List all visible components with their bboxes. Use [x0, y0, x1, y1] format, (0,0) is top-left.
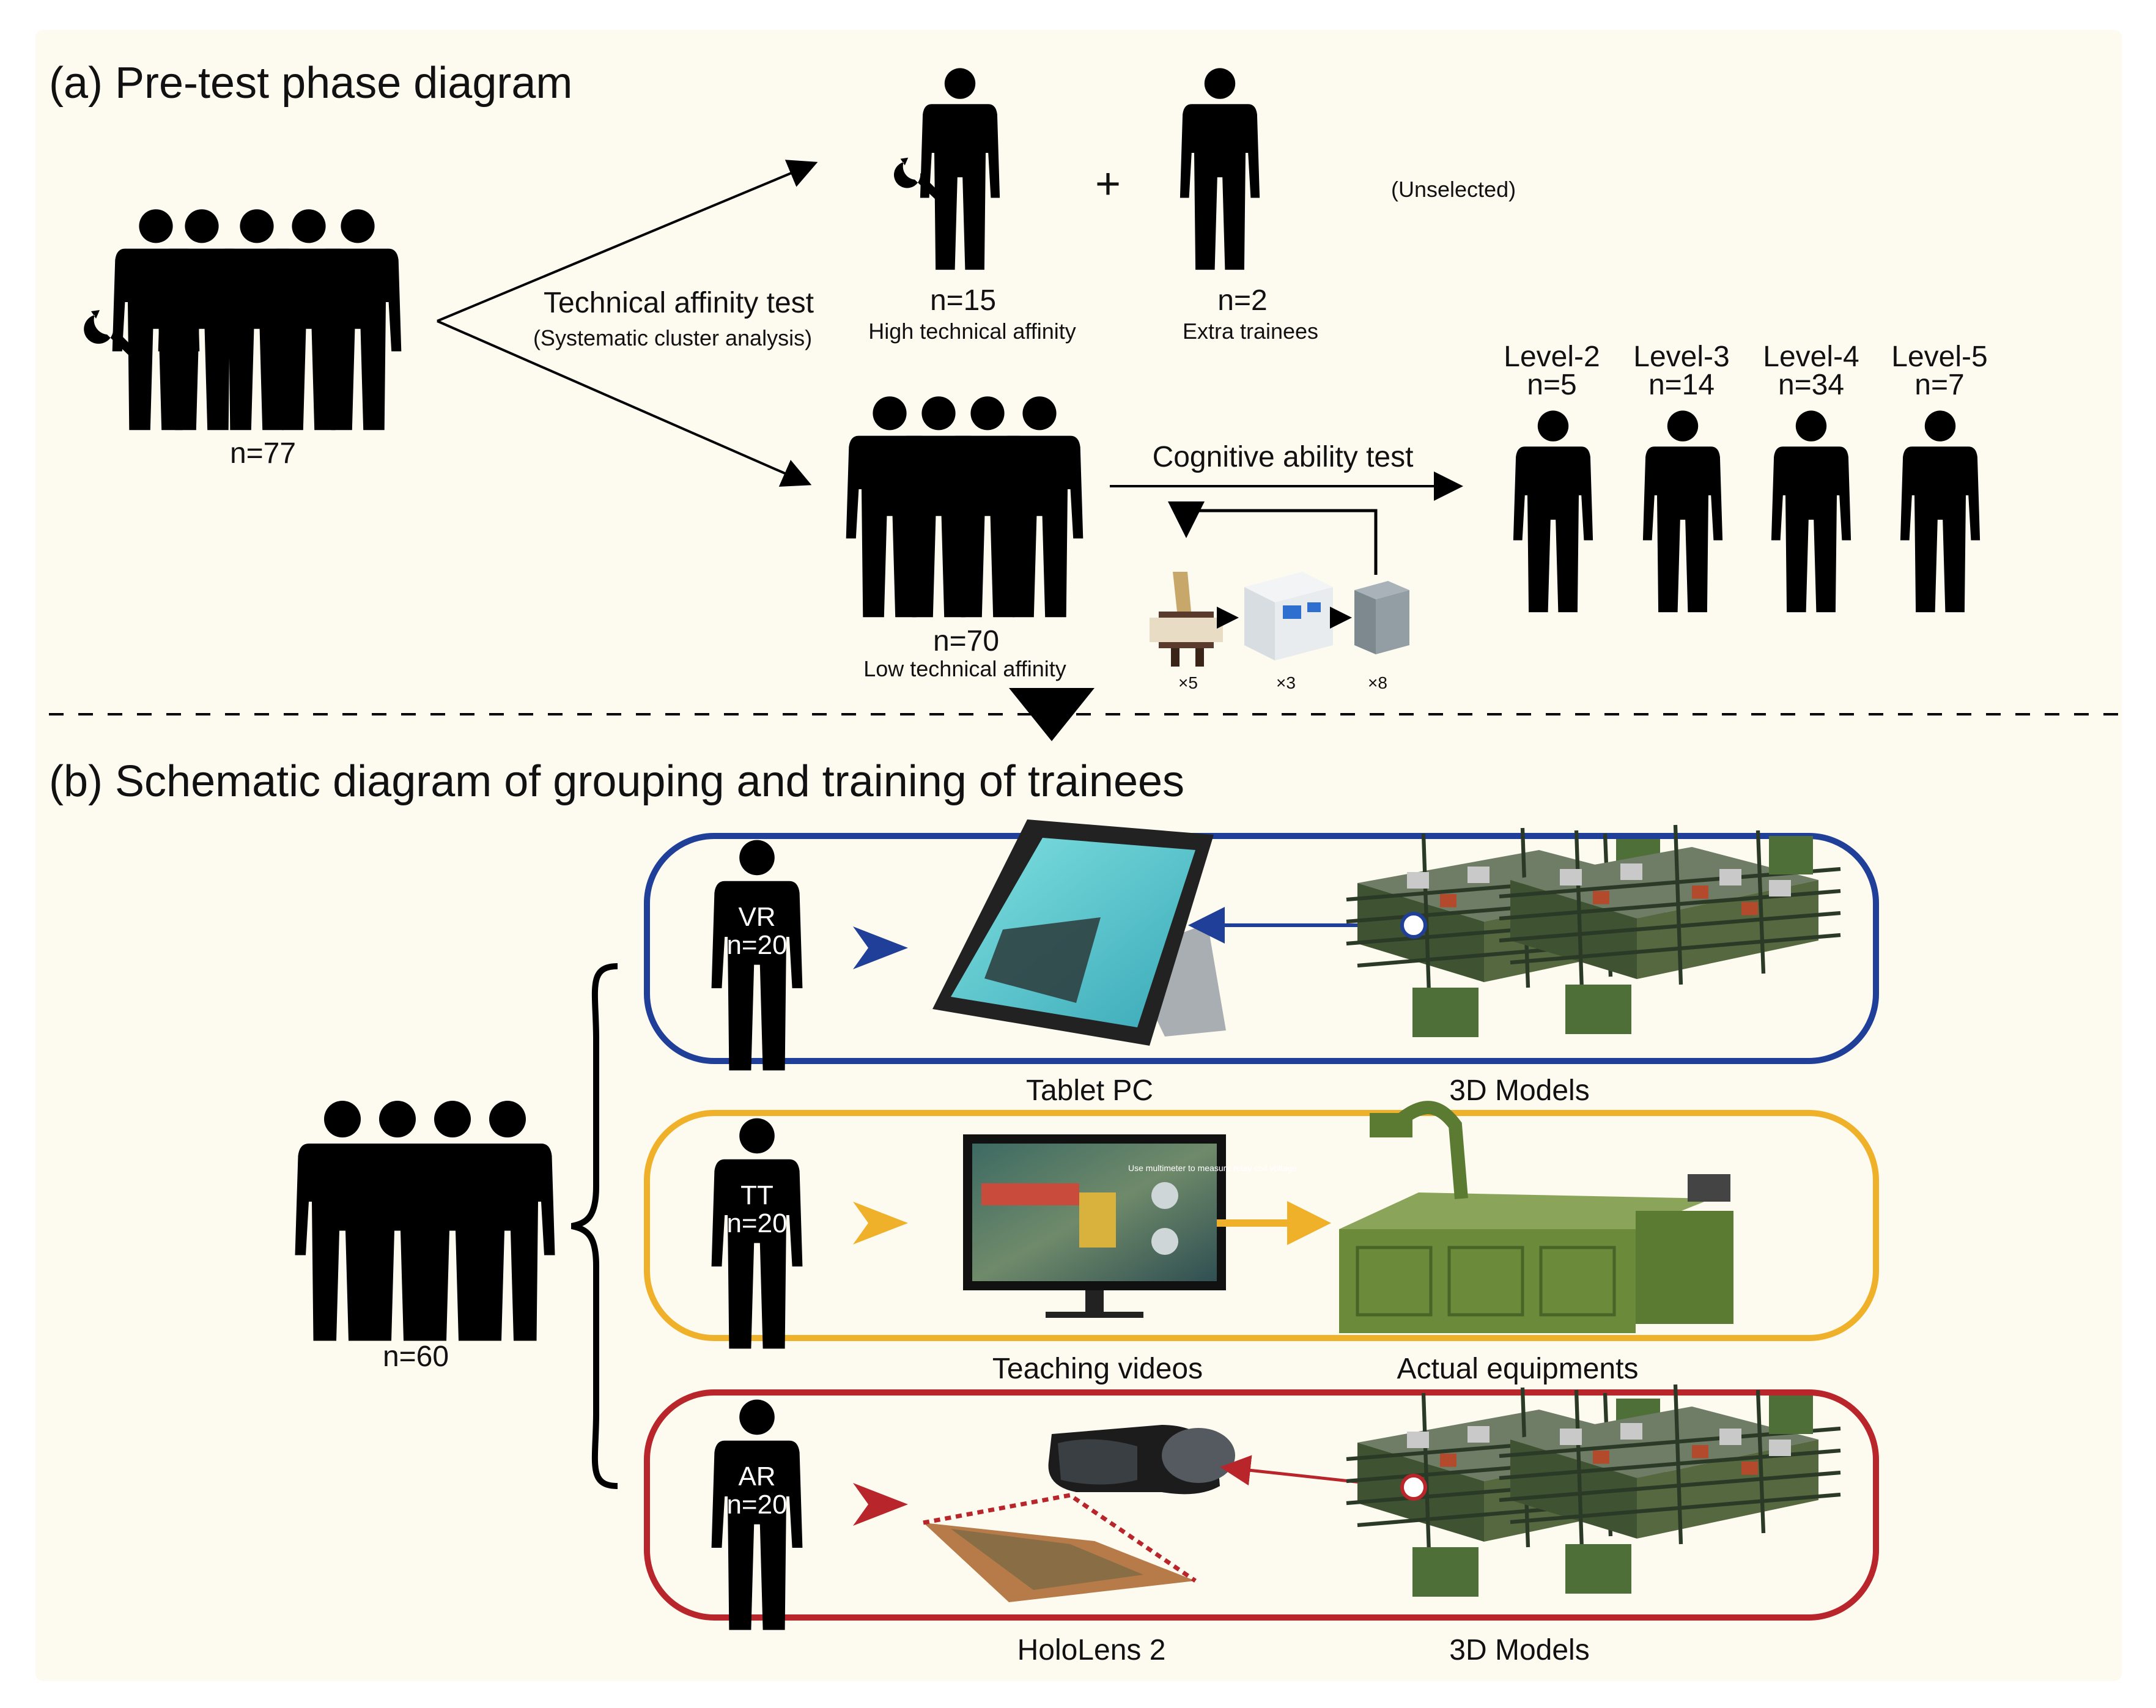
- total-60-label: n=60: [382, 1340, 449, 1373]
- ar-marker-circle: [1400, 1474, 1427, 1501]
- low-affinity-count: n=70: [932, 625, 1000, 657]
- level-persons: [1513, 410, 1981, 613]
- vr-group-code: VR: [738, 902, 776, 932]
- vr-group-panel: [644, 833, 1879, 1064]
- ar-3d-models-label: 3D Models: [1449, 1634, 1590, 1666]
- actual-equipment-image: [1339, 1101, 1733, 1333]
- video-caption-text: Use multimeter to measure relay coil vol…: [1128, 1163, 1297, 1173]
- high-affinity-person-icon: [893, 68, 1000, 270]
- high-affinity-count: n=15: [929, 284, 997, 317]
- cognitive-test-label: Cognitive ability test: [1152, 441, 1414, 473]
- tablet-pc-label: Tablet PC: [1025, 1074, 1154, 1107]
- plus-sign: +: [1095, 160, 1121, 209]
- arrow-to-low-affinity: [437, 320, 812, 487]
- tt-group-n: n=20: [726, 1208, 788, 1238]
- ar-group-n: n=20: [726, 1490, 788, 1520]
- vr-3d-models-label: 3D Models: [1449, 1074, 1590, 1107]
- vr-group-n: n=20: [726, 930, 788, 960]
- actual-equipments-label: Actual equipments: [1397, 1353, 1639, 1385]
- level-5-n: n=7: [1914, 369, 1965, 401]
- affinity-test-label: Technical affinity test: [543, 287, 814, 319]
- ar-play-arrow-icon: [853, 1483, 908, 1526]
- down-arrow-icon: [1009, 688, 1095, 741]
- part-b-title: (b) Schematic diagram of grouping and tr…: [49, 757, 1185, 806]
- level-2-label: Level-2: [1504, 341, 1600, 373]
- level-3-label: Level-3: [1633, 341, 1730, 373]
- toggle-switch-icon: [1150, 572, 1223, 667]
- vr-marker-circle: [1400, 912, 1427, 939]
- affinity-test-sublabel: (Systematic cluster analysis): [533, 325, 813, 350]
- level-4-n: n=34: [1778, 369, 1845, 401]
- total-group-77-icon: [84, 209, 402, 431]
- low-affinity-name: Low technical affinity: [863, 656, 1066, 681]
- total-77-label: n=77: [229, 437, 297, 470]
- vr-play-arrow-icon: [853, 926, 908, 969]
- level-4-label: Level-4: [1763, 341, 1859, 373]
- ar-group-code: AR: [738, 1462, 776, 1492]
- part-a-title: (a) Pre-test phase diagram: [49, 59, 573, 108]
- low-affinity-group-icon: [846, 396, 1084, 618]
- hololens-2-label: HoloLens 2: [1017, 1634, 1166, 1666]
- tt-play-arrow-icon: [853, 1202, 908, 1244]
- level-2-n: n=5: [1527, 369, 1577, 401]
- ar-projection-lines: [923, 1493, 1197, 1583]
- extra-trainees-name: Extra trainees: [1182, 319, 1319, 344]
- total-group-60-icon: [295, 1101, 555, 1341]
- component-count-3: ×8: [1368, 673, 1387, 692]
- tt-group-panel: [644, 1110, 1879, 1341]
- component-loop-arrow: [1168, 501, 1378, 575]
- tablet-pc-image: [932, 819, 1226, 1046]
- circuit-breaker-icon: [1244, 572, 1333, 660]
- ar-group-panel: [644, 1389, 1879, 1621]
- teaching-videos-label: Teaching videos: [992, 1353, 1203, 1385]
- grouping-brace: [570, 963, 618, 1489]
- high-affinity-name: High technical affinity: [868, 319, 1076, 344]
- level-5-label: Level-5: [1891, 341, 1988, 373]
- component-count-2: ×3: [1276, 673, 1296, 692]
- hololens-2-image: [923, 1425, 1235, 1602]
- tt-group-code: TT: [740, 1180, 773, 1210]
- teaching-video-monitor-image: [963, 1134, 1226, 1318]
- relay-icon: [1354, 581, 1409, 654]
- component-count-1: ×5: [1178, 673, 1198, 692]
- unselected-label: (Unselected): [1391, 177, 1516, 202]
- arrow-to-high-affinity: [437, 160, 818, 322]
- level-3-n: n=14: [1648, 369, 1715, 401]
- extra-trainee-person-icon: [1180, 68, 1260, 270]
- extra-trainees-count: n=2: [1217, 284, 1268, 317]
